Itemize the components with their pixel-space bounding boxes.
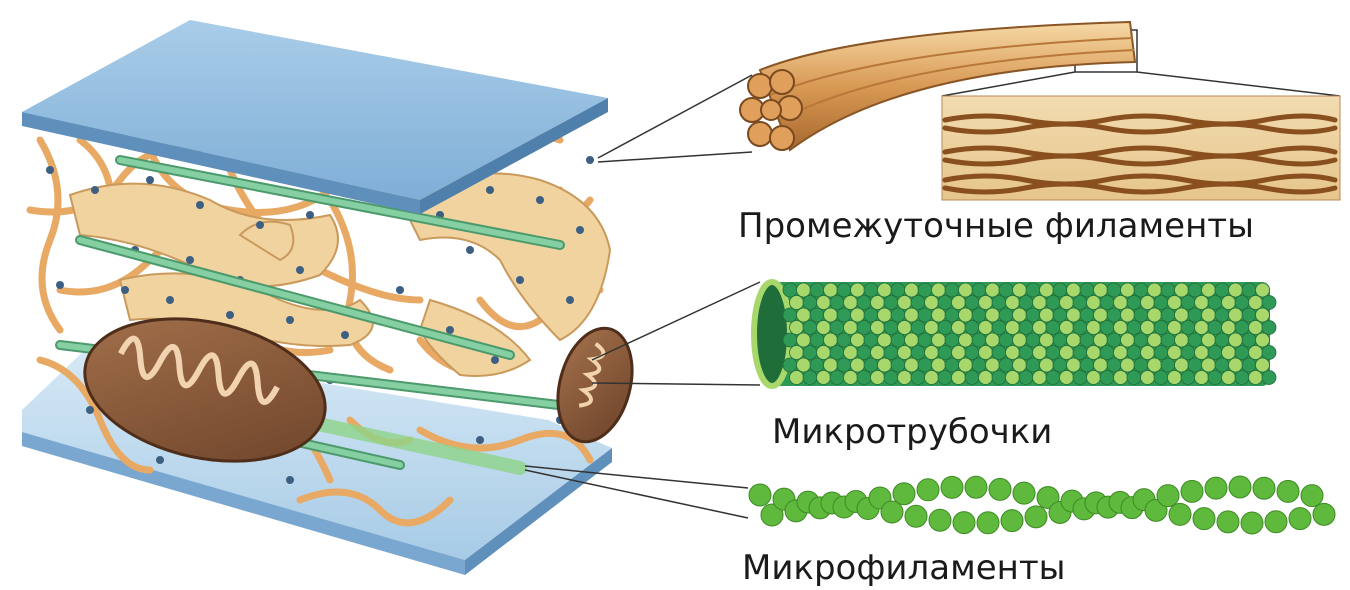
microfilament-chain	[749, 476, 1335, 534]
intermediate-filament-detail	[942, 96, 1340, 200]
cell-block	[22, 20, 644, 575]
label-microfilaments: Микрофиламенты	[742, 548, 1066, 588]
microtubule-cylinder	[754, 282, 1276, 386]
label-microtubules: Микротрубочки	[772, 412, 1052, 452]
label-intermediate-filaments: Промежуточные филаменты	[738, 206, 1254, 246]
